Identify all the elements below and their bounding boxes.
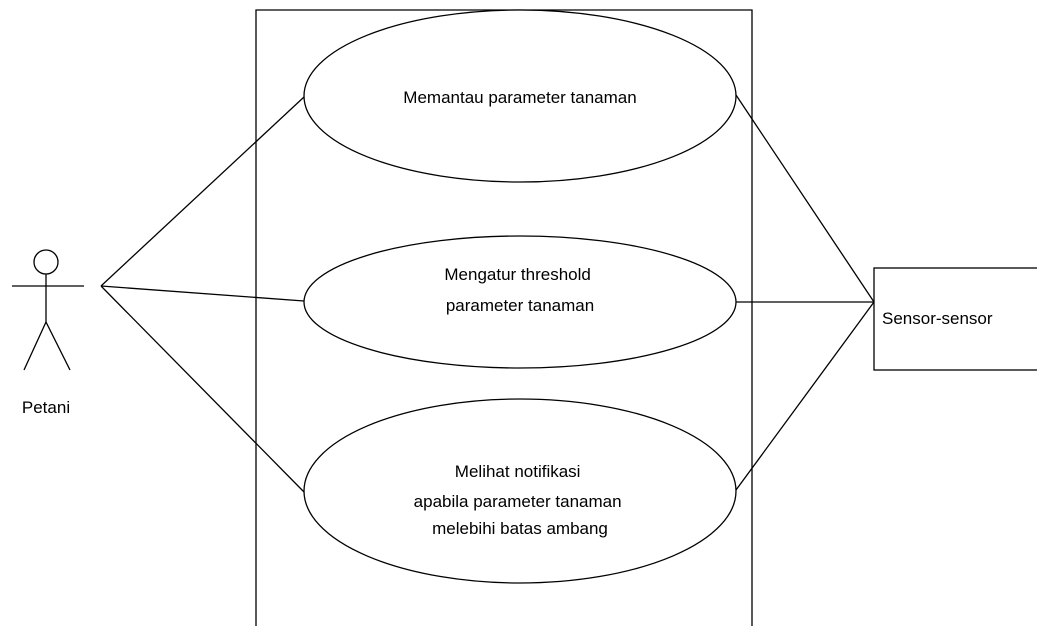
- association-petani-melihat: [100, 285, 305, 493]
- use-case-mengatur-line-2: parameter tanaman: [446, 296, 594, 315]
- association-melihat-sensor: [735, 301, 875, 491]
- svg-text:Melihat notifikasi apabi: Melihat notifikasi apabila parameter tan…: [414, 462, 627, 538]
- association-memantau-sensor: [735, 94, 875, 303]
- stick-figure-icon: [12, 249, 84, 371]
- use-case-melihat[interactable]: Melihat notifikasi apabila parameter tan…: [303, 398, 737, 584]
- use-case-melihat-line-2: apabila parameter tanaman: [414, 492, 622, 511]
- svg-text:Mengatur threshold param: Mengatur threshold parameter tanaman: [444, 265, 595, 315]
- association-petani-memantau: [100, 96, 305, 287]
- use-case-mengatur[interactable]: Mengatur threshold parameter tanaman: [303, 235, 737, 369]
- use-case-memantau-line-1: Memantau parameter tanaman: [403, 88, 636, 107]
- actor-sensor[interactable]: Sensor-sensor: [873, 267, 1037, 371]
- actor-sensor-box: [873, 267, 1037, 371]
- use-case-memantau[interactable]: Memantau parameter tanaman: [303, 9, 737, 183]
- use-case-melihat-line-1: Melihat notifikasi: [455, 462, 581, 481]
- actor-petani-label: Petani: [22, 398, 70, 417]
- use-case-melihat-line-3: melebihi batas ambang: [432, 519, 608, 538]
- actor-petani[interactable]: Petani: [12, 249, 84, 417]
- association-petani-mengatur: [100, 285, 305, 302]
- use-case-mengatur-shape: [303, 235, 737, 369]
- use-case-melihat-shape: [303, 398, 737, 584]
- use-case-memantau-shape: [303, 9, 737, 183]
- use-case-mengatur-line-1: Mengatur threshold: [444, 265, 590, 284]
- svg-text:Memantau parameter tanaman: Memantau parameter tanaman: [403, 88, 636, 107]
- actor-sensor-label: Sensor-sensor: [882, 309, 993, 328]
